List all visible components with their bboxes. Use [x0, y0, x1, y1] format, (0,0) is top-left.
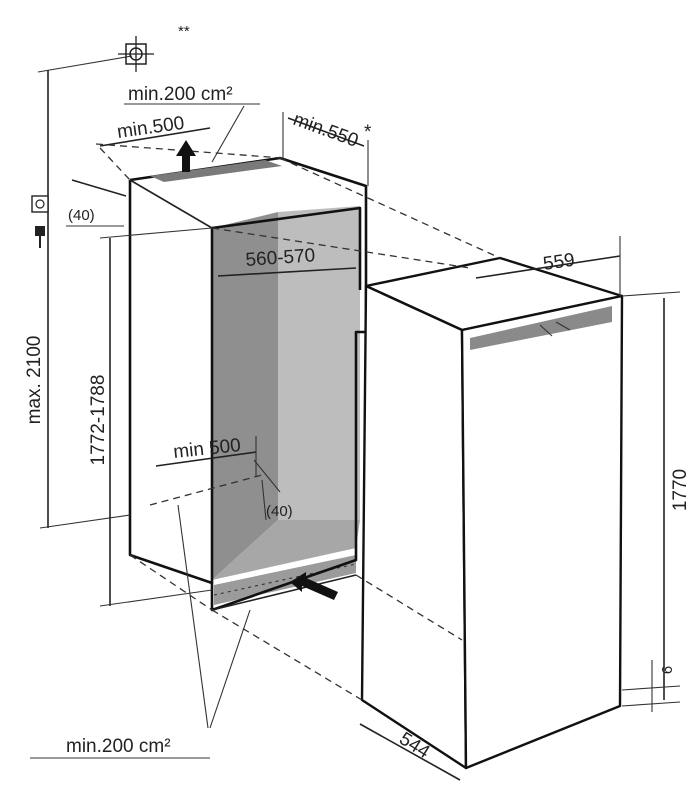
plinth-bottom — [211, 574, 357, 611]
niche — [128, 156, 368, 612]
unit-gap-label: 6 — [659, 666, 676, 674]
depth-550-label: min.550 — [290, 109, 361, 152]
dimension-lines — [30, 55, 681, 781]
footnote-marks: ** — [178, 23, 190, 40]
niche-inner-outline — [210, 206, 362, 583]
handle-clip — [539, 324, 553, 337]
power-socket-icon — [31, 195, 49, 213]
top-vent-slot — [150, 160, 282, 182]
cabinet-top-edge — [129, 179, 213, 229]
airflow-arrows — [176, 140, 338, 600]
floor-offset-label: (40) — [266, 503, 293, 520]
top-depth-label: min.500 — [116, 113, 186, 143]
power-plug-icon — [35, 226, 45, 248]
unit-door — [460, 294, 624, 770]
unit-width-label: 559 — [542, 250, 576, 275]
projection-lines — [95, 143, 501, 701]
niche-width-label: 560-570 — [245, 245, 316, 271]
top-vent-label: min.200 cm² — [128, 84, 233, 105]
depth-550-star: * — [364, 122, 372, 143]
handle-clip-2 — [555, 321, 571, 331]
top-airflow-arrow — [176, 140, 196, 172]
bottom-airflow-arrow — [290, 572, 338, 600]
fridge-unit — [360, 256, 624, 770]
cabinet-outline — [128, 156, 368, 612]
bottom-vent-label: min.200 cm² — [66, 736, 171, 757]
max-height-label: max. 2100 — [24, 336, 45, 425]
niche-left-wall — [212, 212, 278, 580]
door-handle-strip — [470, 306, 612, 350]
unit-side — [360, 284, 468, 770]
niche-floor — [212, 520, 360, 580]
floor-plan-symbol-icon — [118, 36, 154, 72]
niche-back-wall — [278, 206, 360, 520]
top-offset-label: (40) — [68, 207, 95, 224]
niche-height-label: 1772-1788 — [88, 375, 109, 466]
unit-height-label: 1770 — [670, 469, 691, 511]
